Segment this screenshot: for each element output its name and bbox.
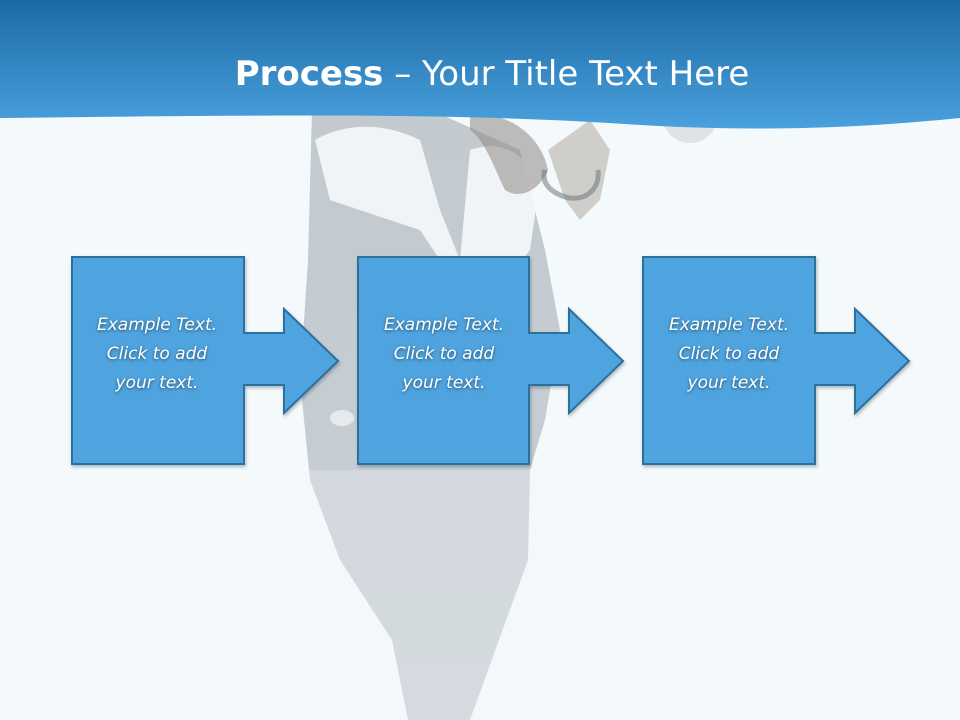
phone-cord-icon [541, 169, 601, 201]
step-3-reflection [643, 470, 909, 677]
step-2-shape[interactable] [357, 256, 625, 465]
page-title[interactable]: Process – Your Title Text Here [0, 52, 960, 96]
step-2-text[interactable]: Example Text. Click to add your text. [383, 315, 505, 393]
step-3-shape[interactable] [642, 256, 911, 465]
figure-belt [330, 410, 354, 426]
step-1-text[interactable]: Example Text. Click to add your text. [96, 315, 218, 393]
step-2-reflection [358, 470, 623, 677]
step-1-shape[interactable] [71, 256, 340, 465]
figure-hair [470, 114, 548, 194]
header-band [0, 0, 960, 129]
title-rest: – Your Title Text Here [383, 54, 750, 94]
step-3-text[interactable]: Example Text. Click to add your text. [668, 315, 790, 393]
step-1-reflection [72, 470, 338, 677]
title-bold: Process [234, 54, 384, 94]
